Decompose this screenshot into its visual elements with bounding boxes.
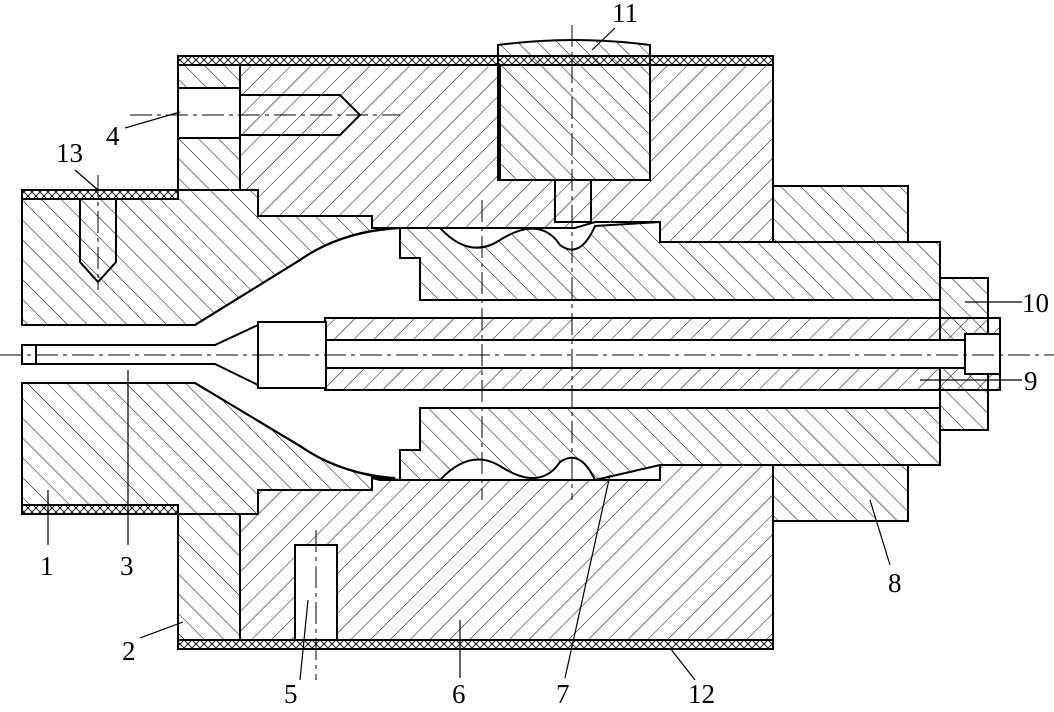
top-insert-stem (554, 179, 592, 223)
heater-band-bottom (177, 639, 774, 650)
label-3: 3 (120, 551, 134, 581)
label-9: 9 (1024, 366, 1038, 396)
label-10: 10 (1022, 288, 1049, 318)
label-7: 7 (556, 679, 570, 707)
label-13: 13 (56, 138, 83, 168)
melt-channel-lower (22, 382, 401, 481)
leader-7 (564, 474, 611, 679)
leader-13 (74, 169, 99, 191)
retaining-nut-top (772, 185, 909, 243)
core-pin-bore (324, 339, 1001, 369)
top-insert (497, 39, 651, 181)
label-12: 12 (688, 679, 715, 707)
leader-4 (124, 111, 181, 129)
retaining-nut-bottom (772, 464, 909, 522)
label-8: 8 (888, 568, 902, 598)
mandrel-top (399, 220, 941, 301)
label-2: 2 (122, 636, 136, 666)
melt-channel-upper (22, 227, 401, 326)
label-5: 5 (284, 679, 298, 707)
leader-2 (139, 621, 184, 639)
flange-ring-bottom (177, 513, 241, 641)
label-11: 11 (612, 0, 638, 28)
heater-band-top (177, 55, 774, 66)
heater-band-left-top (21, 189, 179, 200)
label-1: 1 (40, 551, 54, 581)
torpedo-cone (22, 324, 259, 386)
core-sleeve-bottom (324, 367, 1001, 391)
heater-band-left-bottom (21, 504, 179, 515)
leader-11 (591, 27, 616, 51)
leader-12 (669, 647, 696, 681)
leader-8 (869, 499, 891, 566)
core-end-cap (964, 333, 1001, 375)
screw-13 (79, 199, 117, 284)
label-6: 6 (452, 679, 466, 707)
label-4: 4 (106, 121, 120, 151)
screw-4-head (177, 87, 241, 139)
leader-5 (299, 599, 309, 681)
core-sleeve-top (324, 317, 1001, 341)
mandrel-bottom (399, 407, 941, 482)
